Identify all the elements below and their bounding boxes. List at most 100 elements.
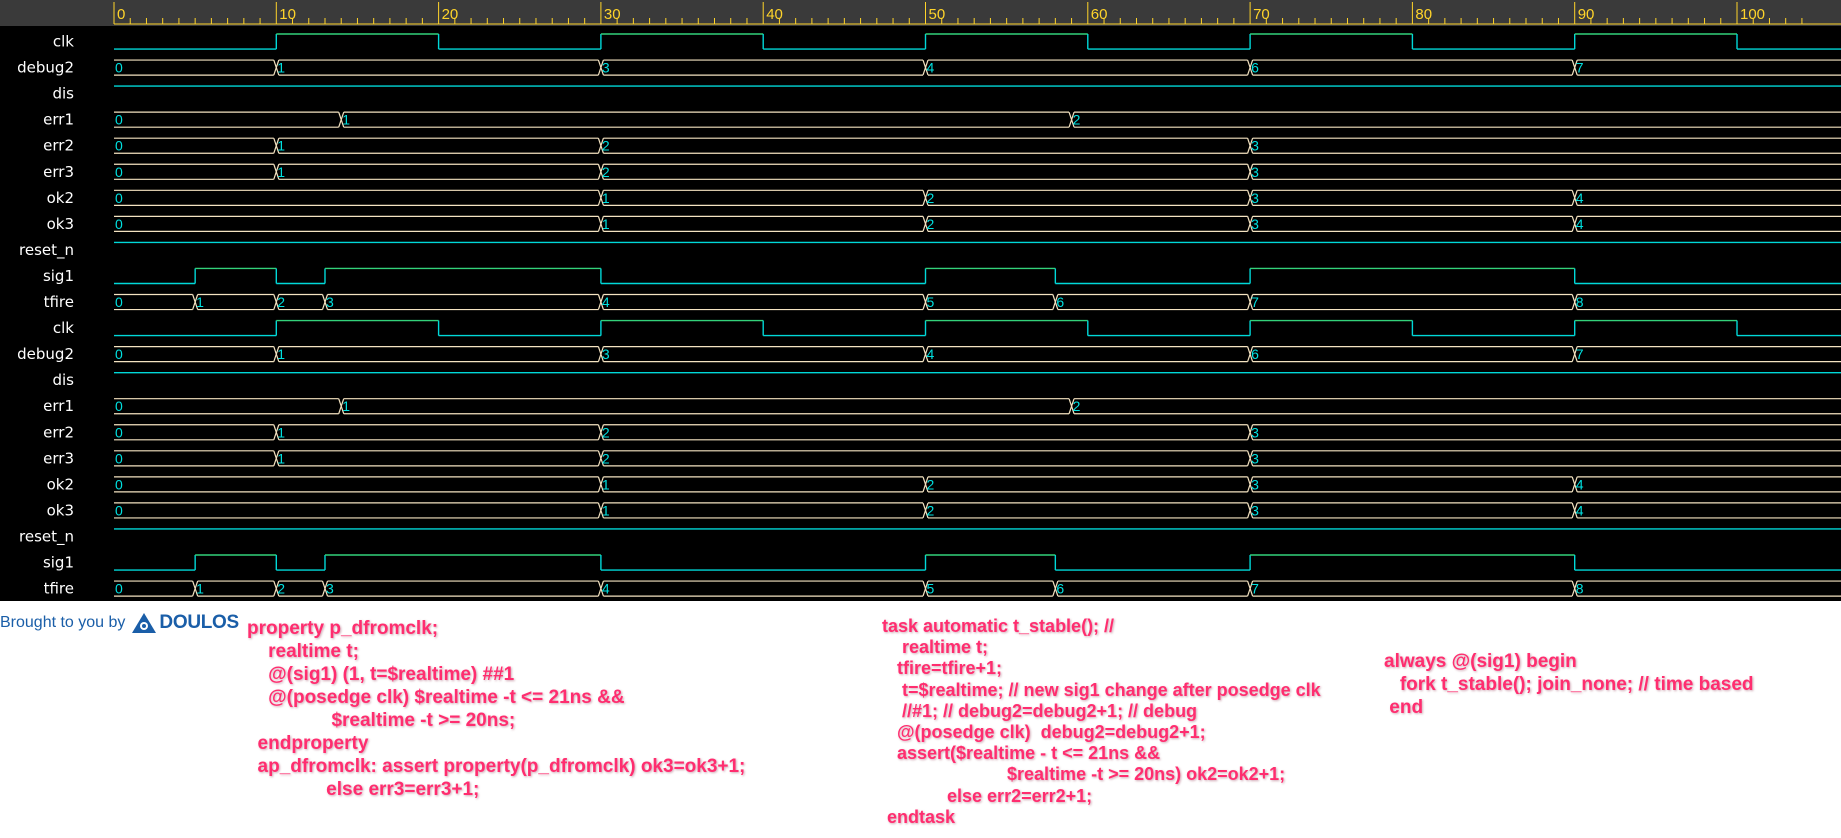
- bus-transition: [1247, 424, 1254, 440]
- bus-transition: [192, 294, 199, 310]
- bus-transition: [597, 450, 604, 467]
- bus-transition: [1247, 294, 1254, 310]
- signal-name: err1: [43, 111, 74, 129]
- bus-value: 6: [1056, 581, 1064, 597]
- bus-value: 3: [1251, 164, 1259, 180]
- bus-value: 0: [115, 60, 123, 76]
- bus-value: 1: [277, 138, 285, 154]
- bus-value: 1: [277, 60, 285, 76]
- bus-value: 0: [115, 346, 123, 362]
- bus-value: 8: [1576, 294, 1584, 310]
- bus-value: 1: [342, 398, 350, 414]
- signal-name: err1: [43, 397, 74, 415]
- bus-value: 1: [277, 346, 285, 362]
- bus-value: 2: [602, 138, 610, 154]
- bus-transition: [273, 580, 280, 597]
- bus-transition: [1068, 111, 1075, 128]
- bus-transition: [273, 450, 280, 467]
- bus-value: 4: [1576, 190, 1584, 206]
- bus-value: 2: [1073, 112, 1081, 128]
- bus-transition: [1247, 59, 1254, 76]
- ruler-tick-label: 80: [1415, 6, 1432, 23]
- bus-value: 1: [196, 294, 204, 310]
- bus-value: 4: [1576, 476, 1584, 492]
- bus-transition: [273, 294, 280, 310]
- ruler-tick-label: 30: [604, 6, 621, 23]
- bus-value: 4: [1576, 216, 1584, 232]
- bus-value: 2: [927, 216, 935, 232]
- bus-transition: [597, 190, 604, 206]
- signal-row-err1: err1 0 1 2: [43, 111, 1841, 129]
- signal-name: reset_n: [19, 241, 74, 260]
- bus-value: 0: [115, 581, 123, 597]
- bus-value: 3: [602, 346, 610, 362]
- bus-transition: [1571, 216, 1578, 232]
- signal-name: tfire: [44, 293, 74, 311]
- signal-name: ok3: [47, 501, 74, 519]
- waveform-background: [0, 0, 1841, 601]
- bus-transition: [922, 476, 929, 493]
- signal-row-reset_n: reset_n: [19, 527, 1841, 546]
- bus-transition: [922, 346, 929, 362]
- bus-value: 3: [1251, 450, 1259, 466]
- ruler-tick-label: 10: [279, 6, 296, 23]
- signal-name: tfire: [44, 580, 74, 598]
- bus-transition: [597, 294, 604, 310]
- ruler-tick-label: 20: [442, 6, 459, 23]
- bus-transition: [273, 424, 280, 440]
- bus-value: 0: [115, 398, 123, 414]
- credit-line: Brought to you by DOULOS: [0, 612, 239, 634]
- bus-value: 2: [602, 424, 610, 440]
- time-ruler: [0, 0, 1841, 26]
- bus-value: 1: [277, 450, 285, 466]
- bus-transition: [597, 59, 604, 76]
- task-code-block: task automatic t_stable(); // realtime t…: [882, 616, 1321, 827]
- bus-value: 4: [602, 294, 610, 310]
- bus-value: 1: [277, 424, 285, 440]
- bus-value: 2: [927, 476, 935, 492]
- bus-transition: [922, 580, 929, 597]
- bus-value: 7: [1251, 581, 1259, 597]
- bus-value: 6: [1251, 60, 1259, 76]
- bus-transition: [1068, 398, 1075, 414]
- bus-transition: [922, 294, 929, 310]
- bus-value: 0: [115, 294, 123, 310]
- bus-value: 2: [602, 450, 610, 466]
- property-code-block: property p_dfromclk; realtime t; @(sig1)…: [247, 618, 746, 800]
- bus-transition: [1247, 580, 1254, 597]
- bus-transition: [1052, 294, 1059, 310]
- bus-value: 7: [1576, 60, 1584, 76]
- bus-transition: [597, 164, 604, 180]
- bus-value: 1: [342, 112, 350, 128]
- bus-transition: [321, 294, 329, 310]
- bus-value: 3: [1251, 424, 1259, 440]
- doulos-logo[interactable]: DOULOS: [131, 612, 239, 634]
- bus-value: 2: [277, 294, 285, 310]
- bus-value: 3: [1251, 476, 1259, 492]
- signal-row-clk: clk: [53, 33, 1841, 51]
- bus-transition: [1247, 216, 1254, 232]
- bus-value: 0: [115, 112, 123, 128]
- signal-name: sig1: [43, 554, 74, 572]
- bus-transition: [922, 502, 929, 519]
- bus-transition: [597, 580, 604, 597]
- signal-row-dis: dis: [52, 85, 1841, 103]
- signal-name: err3: [43, 449, 74, 467]
- bus-transition: [597, 216, 604, 232]
- bus-value: 4: [1576, 502, 1584, 518]
- signal-row-sig1: sig1: [43, 554, 1841, 572]
- ruler-tick-label: 100: [1740, 6, 1765, 23]
- bus-value: 3: [1251, 138, 1259, 154]
- bus-value: 0: [115, 164, 123, 180]
- doulos-logo-icon: [132, 613, 157, 633]
- signal-name: ok3: [47, 215, 74, 233]
- bus-transition: [1571, 580, 1578, 597]
- bus-transition: [597, 138, 604, 154]
